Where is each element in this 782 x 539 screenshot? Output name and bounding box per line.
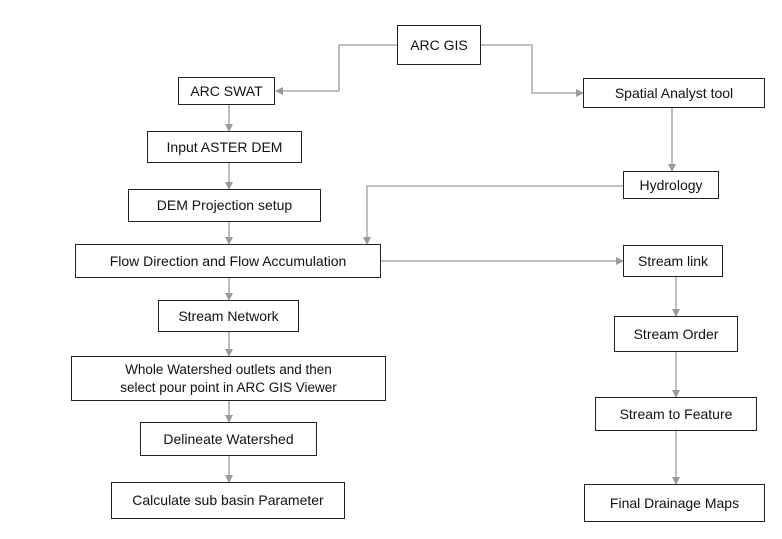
node-delineate-watershed: Delineate Watershed [140,422,317,456]
node-stream-link: Stream link [623,245,723,277]
node-flow-direction-accumulation: Flow Direction and Flow Accumulation [75,244,381,278]
node-stream-order: Stream Order [614,316,738,352]
connector-arcgis-to-spatial-analyst [481,44,584,97]
node-stream-network: Stream Network [158,300,299,332]
connector-hydrology-to-flow [363,185,623,245]
connector-arcgis-to-arcswat [275,44,397,95]
node-spatial-analyst-tool: Spatial Analyst tool [583,78,765,108]
node-input-aster-dem: Input ASTER DEM [147,131,302,163]
node-stream-to-feature: Stream to Feature [595,397,757,431]
node-calculate-sub-basin-parameter: Calculate sub basin Parameter [111,482,345,519]
node-arc-swat: ARC SWAT [178,77,275,105]
node-arc-gis: ARC GIS [397,25,481,65]
node-hydrology: Hydrology [623,171,719,199]
node-whole-watershed-outlets: Whole Watershed outlets and then select … [71,356,386,401]
node-dem-projection-setup: DEM Projection setup [128,189,321,222]
node-final-drainage-maps: Final Drainage Maps [584,484,765,522]
